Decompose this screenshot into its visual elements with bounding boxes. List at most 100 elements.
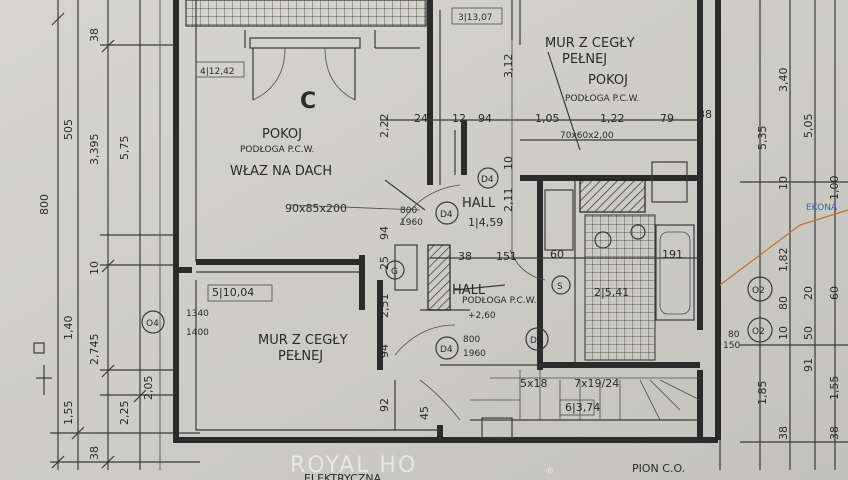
tag-o2-b: O2 — [752, 327, 765, 337]
dim-inner-94: 94 — [378, 226, 391, 240]
tag-d3: D3 — [530, 336, 543, 346]
dim-center-312: 3,12 — [502, 54, 515, 79]
dim-right-10b: 10 — [777, 326, 790, 340]
stair-steps: 7x19/24 — [574, 377, 619, 390]
tag-g: G — [391, 267, 398, 277]
dim-inner-25: 25 — [378, 256, 391, 270]
dim-top-122: 1,22 — [600, 112, 625, 125]
dim-d4-top2: 1960 — [400, 218, 423, 228]
hall2-floor: PODŁOGA P.C.W. — [462, 296, 536, 306]
dim-top-24: 24 — [414, 112, 428, 125]
room-tr-name: POKOJ — [588, 73, 628, 88]
dim-left-2745: 2,745 — [88, 334, 101, 366]
tag-o4: O4 — [146, 319, 159, 329]
hall1-name: HALL — [462, 196, 496, 211]
dim-left-155: 1,55 — [62, 401, 75, 426]
dim-right-340: 3,40 — [777, 68, 790, 93]
closet-doors — [244, 30, 420, 101]
dim-mid-191: 191 — [662, 248, 683, 261]
chimney-hatch — [427, 244, 451, 311]
room-tr-floor: PODŁOGA P.C.W. — [565, 94, 639, 104]
dim-left-38-bottom: 38 — [88, 446, 101, 460]
bath-area: 2|5,41 — [594, 286, 629, 299]
watermark-mark: ® — [545, 467, 554, 477]
dim-left-205: 2,05 — [142, 376, 155, 401]
section-marker — [33, 342, 52, 395]
dim-right-505: 5,05 — [802, 114, 815, 139]
dim-o2-top: 80 — [728, 330, 740, 340]
bathroom-tiles — [394, 161, 695, 361]
dim-d4-top: 800 — [400, 206, 417, 216]
dim-right-182: 1,82 — [777, 248, 790, 273]
dim-door-c: 90x85x200 — [285, 202, 347, 215]
room-c-floor: PODŁOGA P.C.W. — [240, 145, 314, 155]
hall1-area: 1|4,59 — [468, 216, 503, 229]
dim-mid-151: 151 — [496, 250, 517, 263]
dim-right-38a: 38 — [777, 426, 790, 440]
dim-inner-45: 45 — [418, 406, 431, 420]
hall2-name: HALL — [452, 283, 486, 298]
dim-level: +2,60 — [468, 311, 496, 321]
right-dimension-lines — [719, 0, 848, 470]
dim-o4-bottom: 1400 — [186, 328, 209, 338]
stair-small: 5x18 — [520, 377, 548, 390]
dim-right-535: 5,35 — [756, 126, 769, 151]
dim-left-800: 800 — [38, 194, 51, 215]
watermark: ROYAL HO — [290, 453, 417, 478]
stair-area-box — [559, 399, 595, 416]
dim-right-91: 91 — [802, 358, 815, 372]
dim-center-10: 10 — [502, 156, 515, 170]
dim-d4-bottom: 800 — [463, 335, 480, 345]
room-c-hatch: WŁAZ NA DACH — [230, 164, 332, 179]
dim-mid-60: 60 — [550, 248, 564, 261]
walls — [173, 0, 721, 470]
room-c-area-box — [195, 61, 245, 78]
room-tr-area-box — [451, 7, 503, 25]
tag-d4-c: D4 — [440, 345, 453, 355]
room5-wall: MUR Z CEGŁY — [258, 333, 348, 348]
tag-s: S — [557, 282, 563, 292]
dim-right-80: 80 — [777, 296, 790, 310]
tag-ekona: EKONA — [806, 203, 838, 213]
dim-inner-251: 2,51 — [378, 294, 391, 319]
dim-top-38: 38 — [698, 108, 712, 121]
dim-o2-bottom: 150 — [723, 341, 740, 351]
room-c-letter: C — [300, 89, 316, 114]
room-tr-wall: MUR Z CEGŁY — [545, 36, 635, 51]
dim-center-211: 2,11 — [502, 188, 515, 213]
dim-right-38b: 38 — [828, 426, 841, 440]
pion-left-label: ....ELEKTRYCZNA — [290, 472, 382, 480]
dim-left-225: 2,25 — [118, 401, 131, 426]
left-dimension-lines — [50, 0, 200, 470]
dim-right-10: 10 — [777, 176, 790, 190]
dim-right-50: 50 — [802, 326, 815, 340]
pion-label: PION C.O. — [632, 462, 685, 475]
dim-left-38-top: 38 — [88, 28, 101, 42]
dim-vent: 70x60x2,00 — [560, 131, 614, 141]
dim-left-575: 5,75 — [118, 136, 131, 161]
dim-inner-94b: 94 — [378, 344, 391, 358]
dim-o4-top: 1340 — [186, 309, 209, 319]
room-c-area: 4|12,42 — [200, 67, 235, 77]
tag-circles — [141, 167, 773, 360]
dim-left-140: 1,40 — [62, 316, 75, 341]
dim-right-185: 1,85 — [756, 381, 769, 406]
dim-inner-92: 92 — [378, 398, 391, 412]
dim-left-505: 505 — [62, 119, 75, 140]
dim-right-100: 1,00 — [828, 176, 841, 201]
room5-area-box — [207, 284, 273, 302]
dim-top-12: 12 — [452, 112, 466, 125]
room-tr-area: 3|13,07 — [458, 13, 493, 23]
dim-left-3395: 3,395 — [88, 134, 101, 166]
room-c-name: POKOJ — [262, 127, 302, 142]
dim-top-79: 79 — [660, 112, 674, 125]
tag-d4-b: D4 — [481, 175, 494, 185]
room5-area: 5|10,04 — [212, 286, 254, 299]
dim-right-155: 1,55 — [828, 376, 841, 401]
stair-area: 6|3,74 — [565, 401, 600, 414]
dim-mid-38: 38 — [458, 250, 472, 263]
dim-d4-bottom2: 1960 — [463, 349, 486, 359]
dim-right-20: 20 — [802, 286, 815, 300]
